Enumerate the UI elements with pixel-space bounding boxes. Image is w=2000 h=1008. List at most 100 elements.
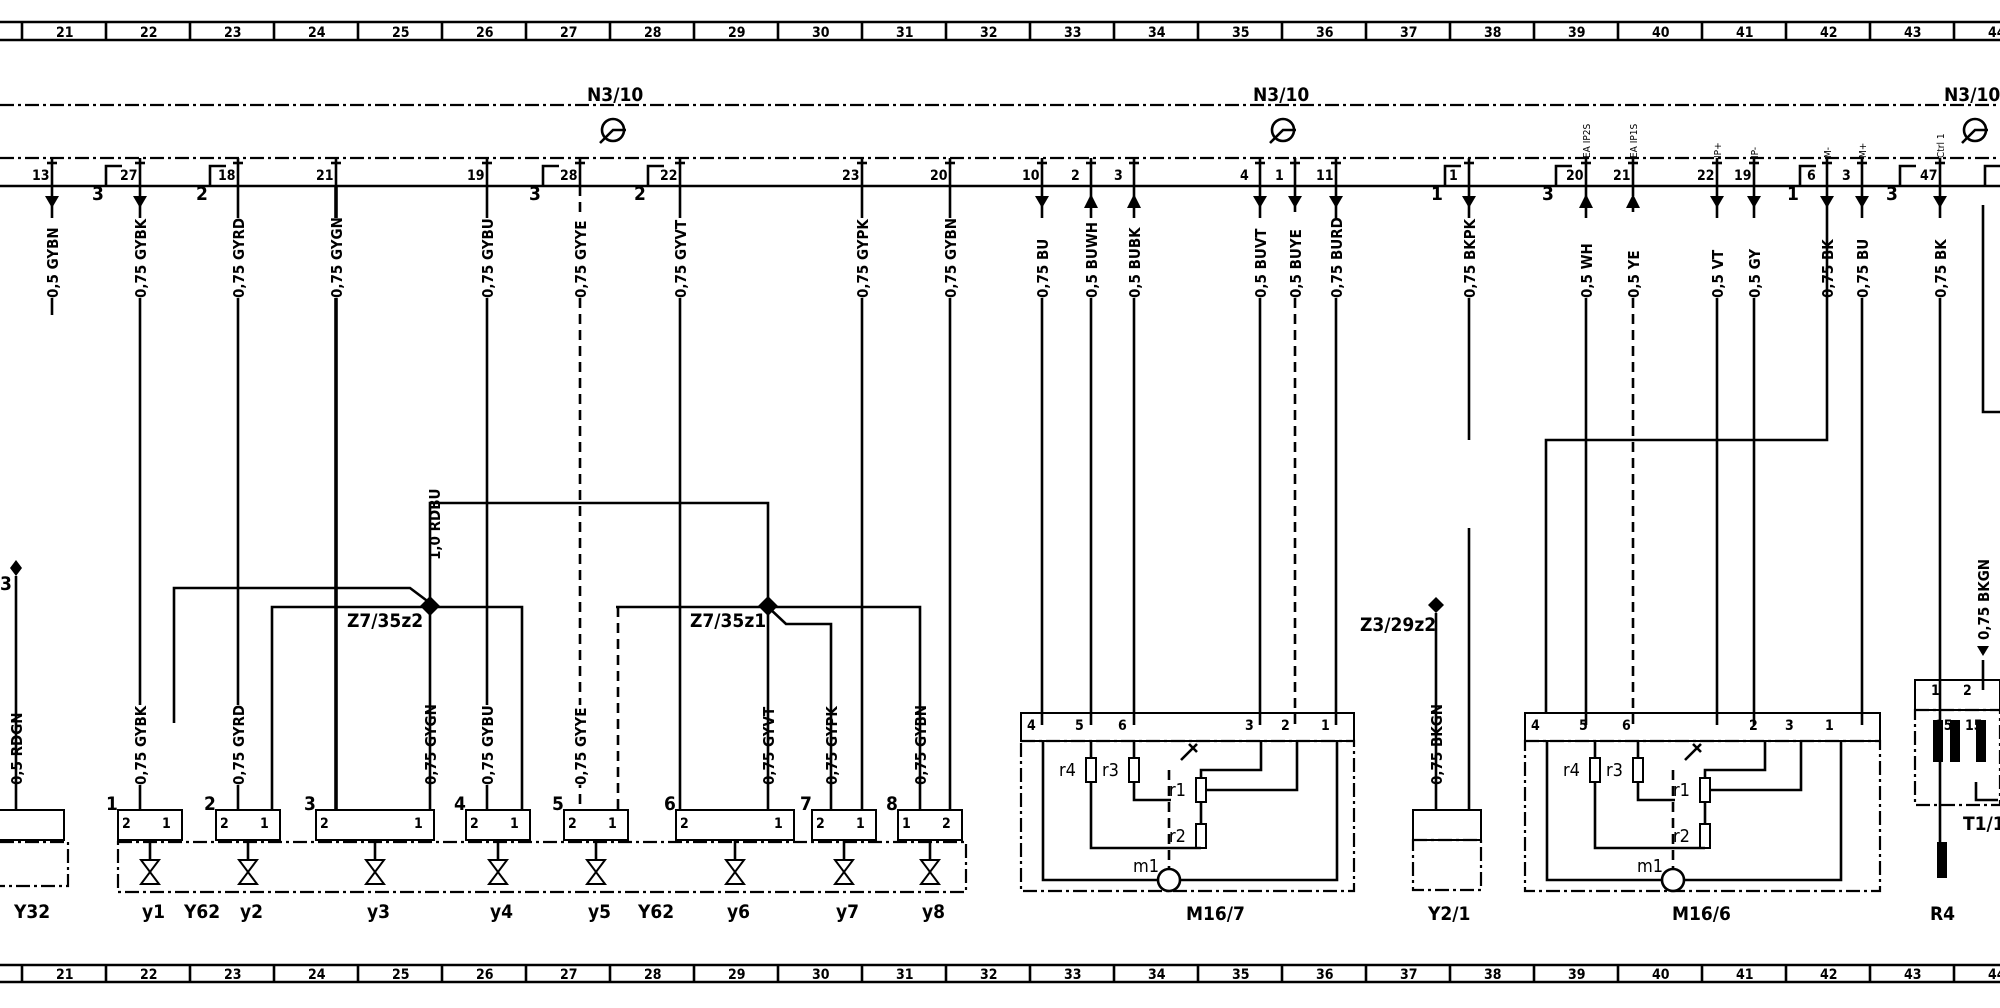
valve-icon (487, 859, 509, 874)
module-n3-10-bus (0, 103, 2000, 188)
group-count: 1 (1787, 183, 1799, 205)
group-count: 3 (1886, 183, 1898, 205)
arrow-down-icon (133, 196, 147, 208)
pin-number: 21 (316, 168, 334, 184)
arrow-down-icon (1855, 196, 1869, 208)
grid-number-top: 41 (1736, 25, 1754, 41)
grid-number-top: 36 (1316, 25, 1334, 41)
arrow-up-icon (1626, 194, 1640, 208)
valve-icon (833, 859, 855, 874)
grid-number-bottom: 39 (1568, 967, 1586, 983)
pin-number: 1 (260, 816, 269, 832)
module-label-2: N3/10 (1253, 84, 1309, 106)
pin-signal: IP- (1750, 147, 1761, 158)
grid-number-top: 40 (1652, 25, 1670, 41)
motor-label: m1 (1637, 856, 1663, 877)
splice-label: Z7/35z1 (690, 610, 766, 632)
resistor-icon (1699, 823, 1711, 849)
grid-number-top: 22 (140, 25, 158, 41)
pin-number: 4 (1531, 718, 1540, 734)
resistor-icon (1632, 757, 1644, 783)
component-t1-1 (1913, 205, 2000, 807)
arrow-down-icon (1288, 196, 1302, 208)
resistor-icon (1195, 777, 1207, 803)
wire-label: 0,75 GYBU (479, 705, 497, 785)
pin-number: 22 (1697, 168, 1715, 184)
grid-number-bottom: 27 (560, 967, 578, 983)
component-r4 (1937, 842, 1947, 878)
wire-label: 0,5 VT (1709, 249, 1727, 298)
grid-number-top: 25 (392, 25, 410, 41)
grid-number-bottom: 44 (1988, 967, 2000, 983)
arrow-down-icon (45, 196, 59, 208)
pin-number: 2 (1071, 168, 1080, 184)
pin-number: 1 (510, 816, 519, 832)
wire-label: 0,75 GYBN (942, 218, 960, 298)
pin-number: 19 (1734, 168, 1752, 184)
grid-number-bottom: 25 (392, 967, 410, 983)
pin-number: 20 (1566, 168, 1584, 184)
pin-number: 11 (1316, 168, 1334, 184)
grid-number-top: 26 (476, 25, 494, 41)
grid-number-top: 39 (1568, 25, 1586, 41)
resistor-label: r1 (1673, 780, 1690, 801)
resistor-label: r1 (1169, 780, 1186, 801)
pin-number: 20 (930, 168, 948, 184)
valve-number: 8 (886, 793, 898, 815)
ground-symbol-icon (1269, 117, 1296, 144)
pin-number: 19 (467, 168, 485, 184)
grid-number-bottom: 42 (1820, 967, 1838, 983)
grid-number-bottom: 40 (1652, 967, 1670, 983)
arrow-up-icon (1127, 194, 1141, 208)
pin-number: 2 (122, 816, 131, 832)
pin-number: 2 (1281, 718, 1290, 734)
resistor-icon (1699, 777, 1711, 803)
group-count: 2 (634, 183, 646, 205)
arrow-down-icon (1462, 196, 1476, 208)
pin-number: 2 (1963, 683, 1972, 699)
splice-node-icon (758, 596, 778, 616)
pin-number: 2 (568, 816, 577, 832)
pin-number: 1 (414, 816, 423, 832)
pin-number: 1 (1449, 168, 1458, 184)
wire-label: 0,75 GYBK (132, 705, 150, 785)
component-y32 (0, 560, 70, 888)
pin-number: 3 (1842, 168, 1851, 184)
pin-number: 6 (1622, 718, 1631, 734)
grid-number-bottom: 41 (1736, 967, 1754, 983)
component-label: Y62 (183, 901, 220, 923)
wire-label: 0,5 BUYE (1287, 229, 1305, 298)
pin-number: 27 (120, 168, 138, 184)
grid-number-top: 24 (308, 25, 326, 41)
valve-label: y3 (367, 901, 390, 923)
grid-number-bottom: 30 (812, 967, 830, 983)
wire-label: 0,75 BKGN (1975, 559, 1993, 640)
grid-number-top: 30 (812, 25, 830, 41)
arrow-up-icon (1579, 194, 1593, 208)
grid-number-bottom: 38 (1484, 967, 1502, 983)
pin-number: 1 (774, 816, 783, 832)
resistor-label: r4 (1059, 760, 1076, 781)
wire-label: 0,75 BURD (1328, 217, 1346, 298)
grid-number-bottom: 32 (980, 967, 998, 983)
ground-symbol-icon (599, 117, 626, 144)
resistor-icon (1195, 823, 1207, 849)
wire-label: 0,5 BUBK (1126, 227, 1144, 298)
grid-ruler-bottom (0, 963, 2000, 984)
grid-numbers: 2121222223232424252526262727282829293030… (56, 25, 2000, 983)
component-y62 (116, 840, 968, 894)
pin-signal: EA IP2S (1582, 124, 1593, 158)
pin-number: 1 (1825, 718, 1834, 734)
resistor-label: r2 (1169, 826, 1186, 847)
pin-number: 1 (608, 816, 617, 832)
wire-label: 0,75 GYBU (479, 218, 497, 298)
grid-number-top: 32 (980, 25, 998, 41)
resistor-icon (1589, 757, 1601, 783)
valve-number: 4 (454, 793, 466, 815)
wire-label: 0,5 GY (1746, 249, 1764, 298)
valve-icon (919, 859, 941, 874)
splice-label: Z7/35z2 (347, 610, 423, 632)
